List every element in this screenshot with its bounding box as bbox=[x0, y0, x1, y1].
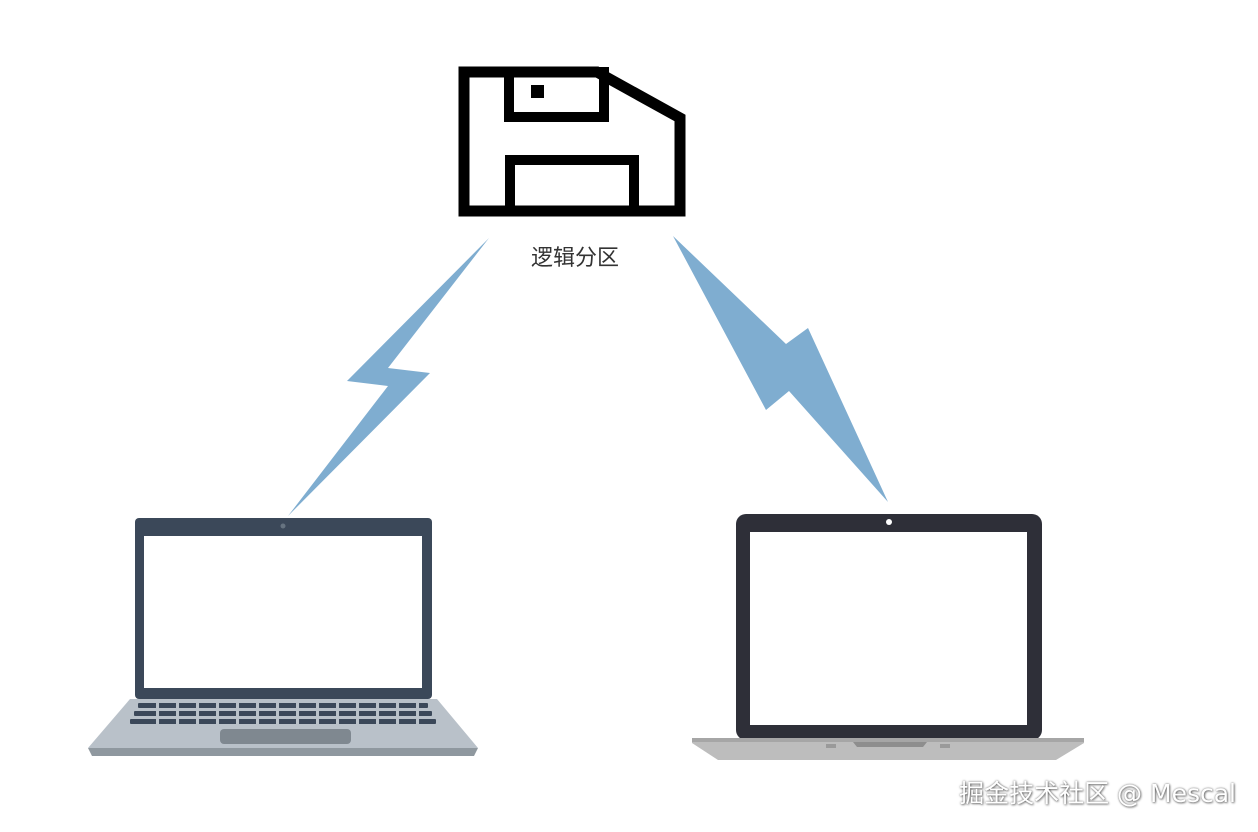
lightning-bolt-icon bbox=[288, 238, 489, 516]
lightning-bolt-icon bbox=[673, 236, 888, 502]
watermark: 掘金技术社区 @ Mescal bbox=[959, 779, 1236, 808]
laptop-icon bbox=[692, 514, 1084, 760]
storage-label: 逻辑分区 bbox=[531, 246, 619, 271]
floppy-disk-icon bbox=[458, 66, 686, 217]
laptop-icon bbox=[88, 518, 478, 756]
